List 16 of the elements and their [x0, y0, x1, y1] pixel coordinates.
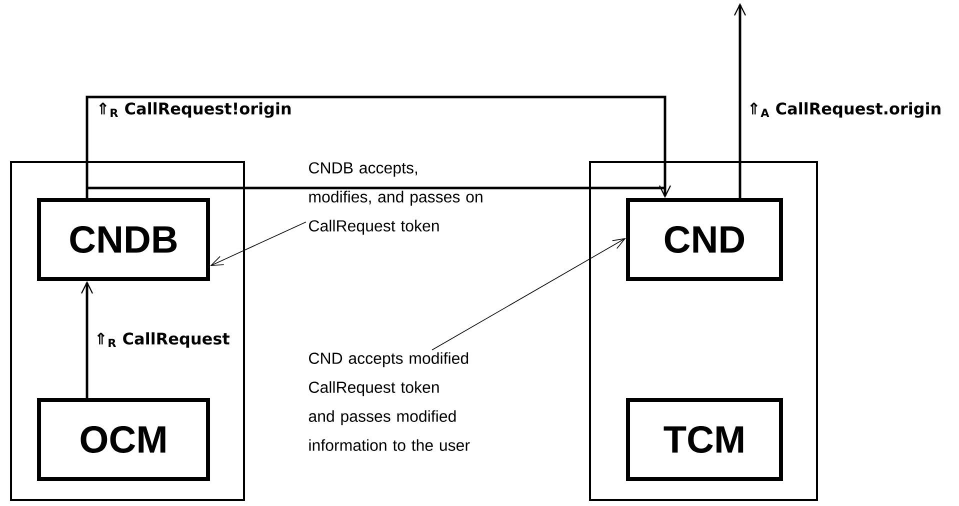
edge-label: ⇑$_{R}$ CallRequest!origin — [95, 101, 293, 119]
annotation-text: CND accepts modified CallRequest token and passes modified information to the user — [308, 352, 470, 451]
arrow — [80, 281, 94, 398]
arrow — [734, 3, 746, 198]
component-box: OCM — [37, 398, 210, 481]
container-box — [589, 161, 818, 501]
edge-label: ⇑$_{R}$ CallRequest — [93, 331, 231, 349]
container-box — [10, 161, 245, 501]
component-box: CNDB — [37, 198, 210, 281]
component-box: TCM — [626, 398, 783, 481]
leader-line — [432, 238, 626, 350]
arrow — [86, 96, 672, 198]
component-box: CND — [626, 198, 783, 281]
leader-line — [210, 222, 306, 266]
edge-label: ⇑$_{A}$ CallRequest.origin — [746, 101, 943, 119]
annotation-text: CNDB accepts, modifies, and passes on CallRequest token — [309, 162, 482, 235]
